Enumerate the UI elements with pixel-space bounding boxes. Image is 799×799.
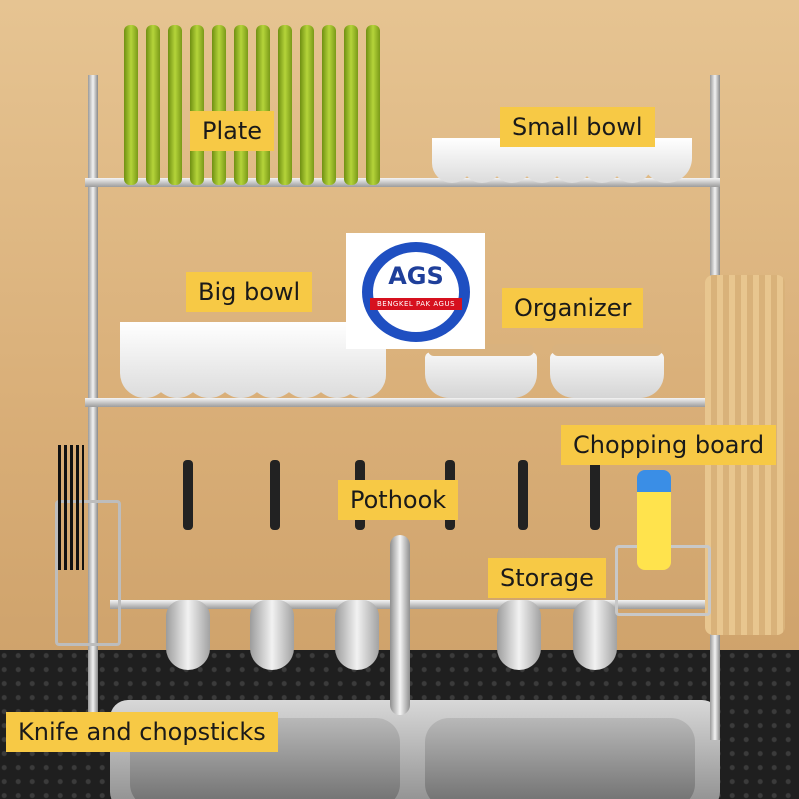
- label-plate: Plate: [190, 111, 275, 151]
- detergent-bottle: [637, 470, 671, 570]
- label-organizer: Organizer: [502, 288, 644, 328]
- ags-logo-title: AGS: [388, 262, 444, 290]
- label-small-bowl: Small bowl: [500, 107, 655, 147]
- label-knife-chopsticks: Knife and chopsticks: [6, 712, 278, 752]
- sink-basin-right: [425, 718, 695, 799]
- rack-hanging-bar: [110, 600, 710, 609]
- label-pothook: Pothook: [338, 480, 459, 520]
- label-chopping-board: Chopping board: [561, 425, 777, 465]
- label-storage: Storage: [488, 558, 606, 598]
- organizer-tub-right: [550, 352, 664, 398]
- label-big-bowl: Big bowl: [186, 272, 313, 312]
- organizer-tub-left: [425, 352, 537, 398]
- ags-logo-band: [370, 298, 462, 310]
- rack-middle-shelf: [85, 398, 720, 407]
- chopsticks: [58, 445, 84, 570]
- organizer-lid-right: [552, 344, 662, 356]
- rack-pole-left: [88, 75, 98, 740]
- rack-top-shelf: [85, 178, 720, 187]
- knife-chopstick-holder: [55, 500, 121, 646]
- faucet: [390, 535, 410, 715]
- ags-logo-subtitle: BENGKEL PAK AGUS: [376, 300, 456, 308]
- ags-logo-inner: [373, 252, 459, 332]
